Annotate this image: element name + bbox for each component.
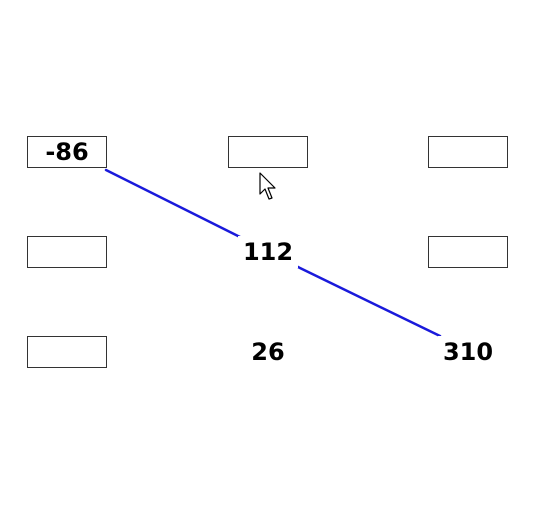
grid-value-r1-c1: 112 bbox=[238, 236, 298, 268]
grid-cell-r2-c0[interactable] bbox=[27, 336, 107, 368]
grid-value-r2-c2: 310 bbox=[438, 336, 498, 368]
grid-cell-r1-c2[interactable] bbox=[428, 236, 508, 268]
grid-cell-r0-c0[interactable]: -86 bbox=[27, 136, 107, 168]
grid-value-r2-c1: 26 bbox=[243, 336, 293, 368]
arrow-pointer-icon bbox=[259, 172, 276, 200]
grid-cell-r1-c0[interactable] bbox=[27, 236, 107, 268]
grid-cell-r0-c2[interactable] bbox=[428, 136, 508, 168]
grid-cell-r0-c1[interactable] bbox=[228, 136, 308, 168]
